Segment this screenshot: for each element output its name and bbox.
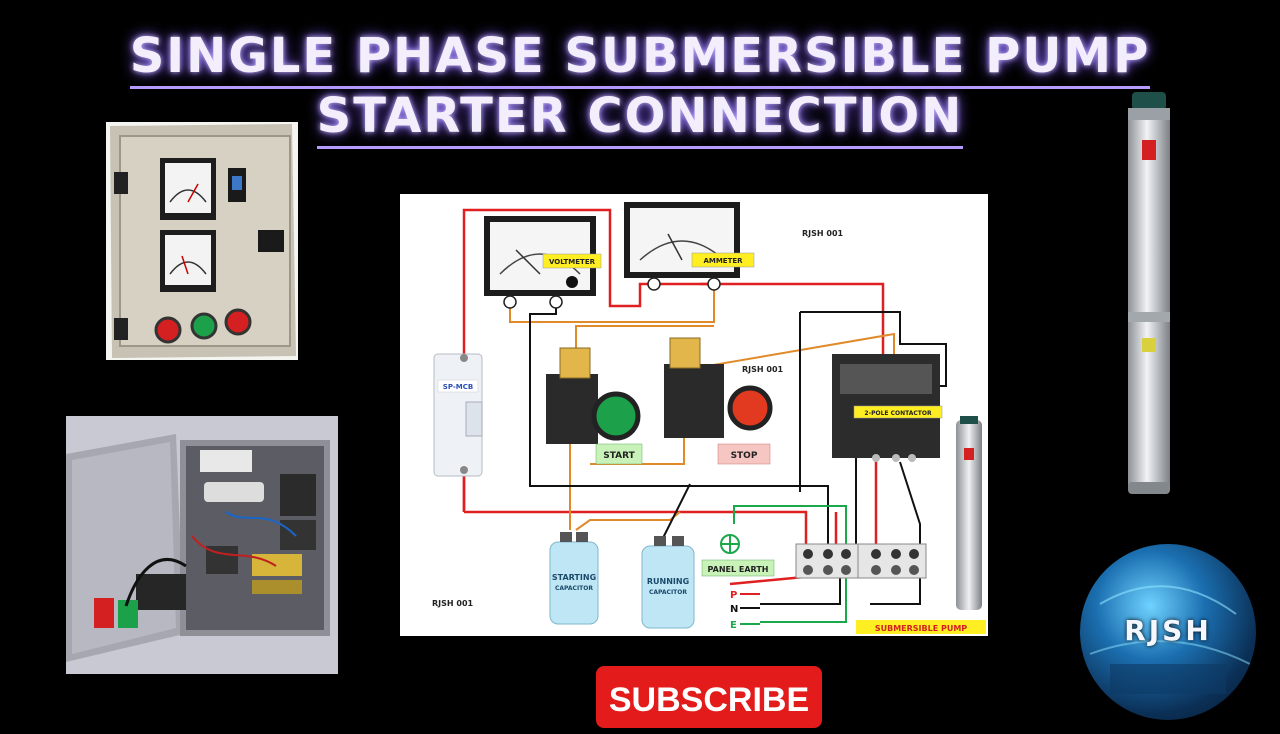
watermark-top: RJSH 001 — [802, 229, 844, 238]
watermark-mid: RJSH 001 — [742, 365, 784, 374]
starting-capacitor: STARTING CAPACITOR — [549, 532, 599, 625]
channel-logo[interactable]: RJSH — [1080, 544, 1256, 720]
starting-capacitor-label-2: CAPACITOR — [555, 585, 593, 592]
start-label: START — [603, 451, 635, 461]
panel-earth: PANEL EARTH — [701, 534, 775, 577]
panel-earth-label: PANEL EARTH — [708, 565, 769, 574]
starter-panel-photo — [106, 122, 298, 360]
open-panel-photo — [66, 416, 338, 674]
submersible-pump-photo — [1120, 88, 1180, 500]
pump-label: SUBMERSIBLE PUMP — [875, 624, 967, 633]
earth-label: E — [730, 620, 737, 631]
running-capacitor-label-1: RUNNING — [647, 577, 689, 586]
starting-capacitor-label-1: STARTING — [552, 573, 596, 582]
contactor-label: 2-POLE CONTACTOR — [864, 410, 932, 417]
contactor: 2-POLE CONTACTOR — [832, 354, 943, 462]
voltmeter-label: VOLTMETER — [549, 258, 596, 266]
terminal-strip — [795, 543, 927, 579]
stop-label: STOP — [731, 451, 758, 461]
phase-label: P — [730, 590, 737, 601]
green-wires — [733, 505, 847, 623]
small-pump-illustration — [956, 416, 982, 610]
start-button-component: START — [546, 347, 643, 465]
voltmeter: VOLTMETER — [484, 216, 602, 309]
mcb: SP-MCB — [433, 353, 483, 477]
stop-button-component: STOP — [664, 337, 773, 465]
running-capacitor: RUNNING CAPACITOR — [641, 536, 695, 629]
neutral-label: N — [730, 604, 738, 615]
logo-text: RJSH — [1124, 614, 1212, 647]
running-capacitor-label-2: CAPACITOR — [649, 589, 687, 596]
ammeter-label: AMMETER — [703, 257, 743, 265]
wiring-diagram: VOLTMETER AMMETER RJSH 001 SP-MCB — [400, 194, 988, 636]
mcb-label: SP-MCB — [443, 383, 473, 391]
page-title-line-2: STARTER CONNECTION — [0, 88, 1280, 149]
subscribe-button[interactable]: SUBSCRIBE — [596, 666, 822, 728]
watermark-bottom: RJSH 001 — [432, 599, 474, 608]
ammeter: AMMETER — [624, 202, 755, 291]
page-title-line-1: SINGLE PHASE SUBMERSIBLE PUMP — [0, 28, 1280, 89]
